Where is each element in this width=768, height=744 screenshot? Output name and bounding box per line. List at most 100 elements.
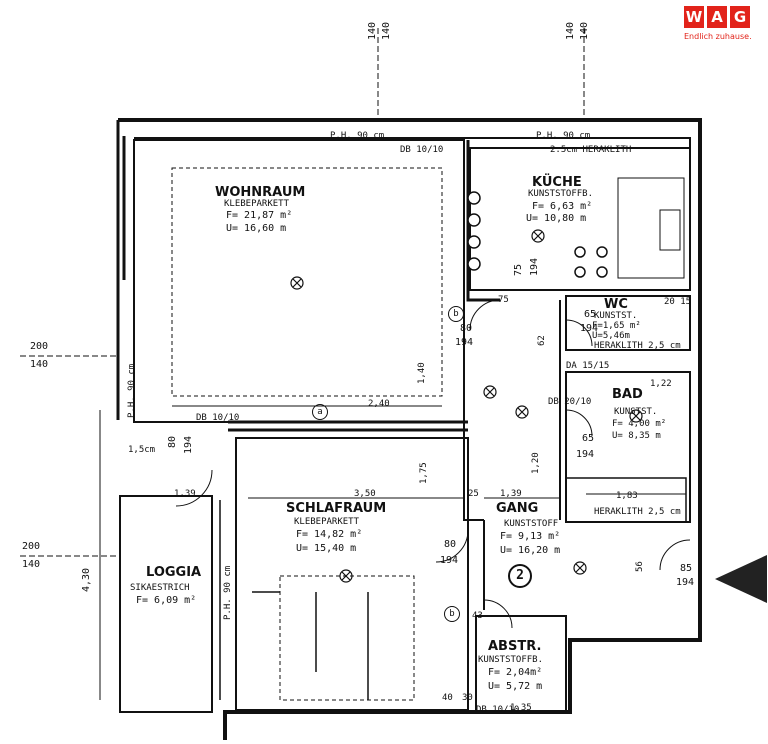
door-swing (175, 469, 213, 507)
outer-wall-left (116, 120, 126, 420)
outer-wall (118, 118, 702, 740)
door-swing (435, 529, 469, 563)
outlet-symbol (467, 235, 481, 249)
dim-label: 140 (30, 359, 49, 370)
room-area: F= 6,09 m² (136, 595, 197, 606)
abstr-outline (475, 615, 567, 713)
room-name-loggia: LOGGIA (146, 565, 202, 580)
duct-label: DA 15/15 (566, 361, 610, 371)
room-floor: KUNSTSTOFFB. (478, 655, 544, 665)
dim-label: 62 (537, 335, 547, 346)
dim-label: 20 15 (664, 297, 692, 307)
door-dim: 194 (580, 323, 599, 334)
room-perimeter: U= 8,35 m (612, 431, 661, 441)
door-swing (659, 539, 691, 571)
room-area: F= 6,63 m² (532, 201, 593, 212)
door-dim: 85 (680, 563, 693, 574)
dim-label: 40 (442, 693, 453, 703)
door-dim: 65 (584, 309, 597, 320)
dim-label: 75 (498, 295, 509, 305)
entrance-arrow-icon (715, 555, 767, 603)
ceiling-light-symbol (531, 229, 545, 243)
bed-lines (252, 591, 369, 700)
kueche-counter (617, 177, 685, 279)
logo-letter: G (730, 6, 750, 28)
dim-label: 1,83 (616, 491, 638, 501)
heraklith-label: HERAKLITH 2,5 cm (594, 507, 681, 517)
dim-label: 140 (367, 21, 378, 40)
room-floor: KLEBEPARKETT (224, 199, 290, 209)
dimension-line (377, 28, 585, 120)
room-floor: KLEBEPARKETT (294, 517, 360, 527)
door-dim: 80 (167, 435, 178, 448)
dim-label: 56 (635, 561, 645, 572)
door-dim: 80 (460, 323, 473, 334)
heraklith-label: HERAKLITH 2,5 cm (594, 341, 681, 351)
door-swing (483, 599, 513, 629)
door-swing (565, 319, 593, 347)
room-floor: SIKAESTRICH (130, 583, 190, 593)
dim-label: 140 (579, 21, 590, 40)
room-name-wohnraum: WOHNRAUM (215, 185, 306, 200)
room-perimeter: U= 10,80 m (526, 213, 587, 224)
room-name-gang: GANG (496, 501, 539, 516)
dim-label: 140 (22, 559, 41, 570)
window-label: P.H. 90 cm (223, 565, 233, 620)
duct-label: DB 10/10 (476, 705, 520, 715)
window-label: P.H. 90 cm (127, 363, 137, 418)
room-area: F= 9,13 m² (500, 531, 561, 542)
duct-label: DB 10/10 (196, 413, 240, 423)
bathtub (565, 477, 687, 523)
outlet-symbol (574, 246, 586, 258)
wc-outline (565, 295, 691, 351)
wag-logo[interactable]: W A G Endlich zuhause. (684, 6, 762, 41)
ceiling-light-symbol (573, 561, 587, 575)
door-dim: 194 (529, 257, 540, 276)
room-floor: KUNSTSTOFFB. (528, 189, 594, 199)
room-area: F= 14,82 m² (296, 529, 363, 540)
bed-outline (279, 575, 415, 701)
room-area: F= 2,04m² (488, 667, 543, 678)
logo-tagline: Endlich zuhause. (684, 32, 752, 41)
wohnraum-inner (171, 167, 443, 397)
room-name-abstr: ABSTR. (488, 639, 542, 654)
room-floor: KUNSTSTOFF (504, 519, 559, 529)
dim-label: 1,75 (419, 462, 429, 484)
outlet-symbol (467, 213, 481, 227)
inner-wall-outline (134, 137, 691, 290)
ceiling-light-symbol (290, 276, 304, 290)
duct-label: DB 20/10 (548, 397, 592, 407)
door-dim: 194 (440, 555, 459, 566)
room-perimeter: U= 16,20 m (500, 545, 561, 556)
kueche-sink (659, 209, 681, 251)
dim-label: 2,40 (368, 399, 390, 409)
dim-label: 1,22 (650, 379, 672, 389)
dim-label: 1,40 (417, 362, 427, 384)
ceiling-light-symbol (629, 409, 643, 423)
room-name-wc: WC (604, 297, 628, 312)
gang-walls (463, 300, 561, 610)
dim-label: 30 (462, 693, 473, 703)
room-perimeter: U= 16,60 m (226, 223, 287, 234)
duct-label: DB 10/10 (400, 145, 444, 155)
room-perimeter: U=5,46m (592, 331, 630, 341)
marker-b: b (444, 606, 460, 622)
door-dim: 75 (513, 263, 524, 276)
outlet-symbol (574, 266, 586, 278)
dim-label: 43 (472, 611, 483, 621)
door-dim: 194 (676, 577, 695, 588)
room-name-bad: BAD (612, 387, 643, 402)
door-dim: 80 (444, 539, 457, 550)
schlafraum-outline (235, 437, 469, 711)
dimension-line (20, 355, 118, 557)
room-area: F= 21,87 m² (226, 210, 293, 221)
dim-label: 140 (565, 21, 576, 40)
logo-letter: W (684, 6, 704, 28)
separator-wall-2 (466, 140, 500, 302)
door-swing (565, 409, 593, 437)
dim-label: 25 (468, 489, 479, 499)
heraklith-label: 2.5cm HERAKLITH (550, 145, 632, 155)
ceiling-light-symbol (339, 569, 353, 583)
ceiling-light-symbol (483, 385, 497, 399)
door-swing (469, 299, 501, 331)
